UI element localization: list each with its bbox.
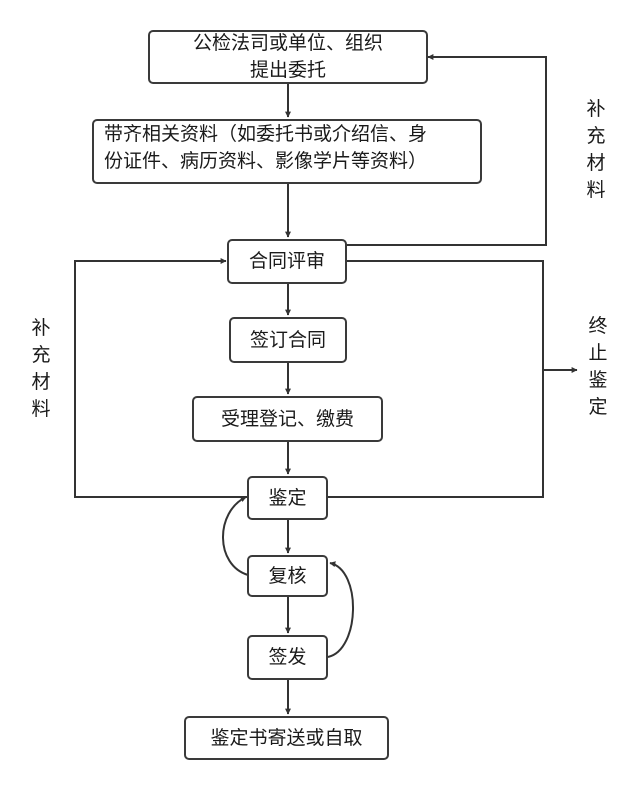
label-char: 材 [31,371,51,393]
materials-line1: 带齐相关资料（如委托书或介绍信、身 [104,123,428,145]
materials-box: 带齐相关资料（如委托书或介绍信、身 份证件、病历资料、影像学片等资料） [92,119,482,184]
accept-register-box: 受理登记、缴费 [192,396,383,442]
recheck-box: 复核 [247,555,328,597]
arrow-issue-back-to-recheck [327,561,354,658]
label-char: 鉴 [588,369,608,391]
label-char: 止 [588,342,608,364]
label-char: 定 [588,396,608,418]
materials-line2: 份证件、病历资料、影像学片等资料） [104,150,428,172]
supplement-label-right: 补 充 材 料 [583,96,609,204]
entrust-box: 公检法司或单位、组织 提出委托 [148,30,428,84]
label-char: 充 [586,125,606,147]
entrust-line1: 公检法司或单位、组织 [192,32,383,54]
issue-box: 签发 [247,635,328,680]
appraisal-box: 鉴定 [247,476,328,520]
arrow-supplement-to-entrust [346,54,547,246]
contract-review-box: 合同评审 [227,239,347,284]
label-char: 料 [31,398,51,420]
label-char: 料 [586,179,606,201]
sign-contract-box: 签订合同 [229,317,347,363]
line-review-terminate [328,260,544,498]
supplement-label-left: 补 充 材 料 [28,315,54,423]
label-char: 材 [586,152,606,174]
terminate-label: 终 止 鉴 定 [585,313,611,421]
report-delivery-box: 鉴定书寄送或自取 [184,716,389,760]
entrust-line2: 提出委托 [249,59,326,81]
arrow-supplement-to-review [74,258,248,498]
label-char: 充 [31,344,51,366]
label-char: 补 [31,317,51,339]
arrow-recheck-back-to-appraisal [222,496,249,576]
label-char: 补 [586,98,606,120]
label-char: 终 [588,315,608,337]
